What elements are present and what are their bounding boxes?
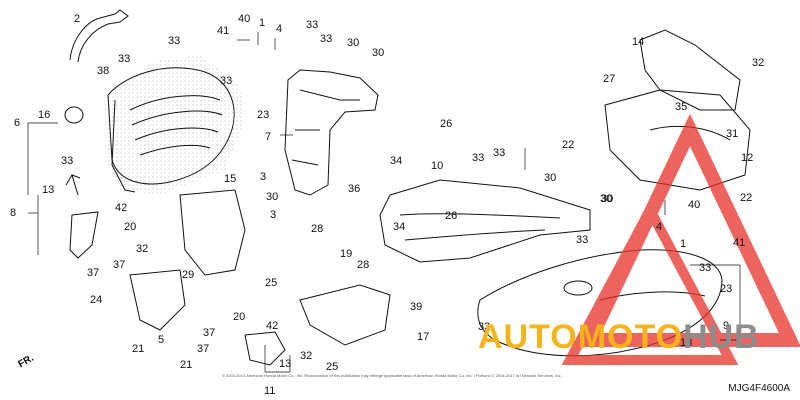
callout-label: 13 [42, 184, 54, 196]
small-brackets [65, 173, 391, 366]
callout-label: 33 [699, 262, 711, 274]
callout-label: 33 [576, 234, 588, 246]
callout-label: 26 [445, 210, 457, 222]
callout-label: 31 [726, 128, 738, 140]
callout-label: 33 [220, 75, 232, 87]
center-inner-panel [284, 69, 379, 196]
callout-label: 24 [90, 294, 102, 306]
callout-label: 34 [390, 155, 402, 167]
right-lower-cover [379, 179, 591, 263]
callout-label: 32 [752, 57, 764, 69]
callout-label: 37 [197, 343, 209, 355]
callout-label: 12 [741, 152, 753, 164]
callout-label: 33 [493, 147, 505, 159]
callout-label: 30 [600, 193, 612, 205]
callout-label: 30 [544, 172, 556, 184]
callout-label: 4 [276, 23, 282, 35]
callout-label: 30 [347, 37, 359, 49]
callout-label: 29 [182, 269, 194, 281]
copyright-text: © 2002-2013 American Honda Motor Co., In… [222, 373, 562, 378]
callout-label: 37 [113, 259, 125, 271]
callout-label: 36 [348, 183, 360, 195]
callout-label: 27 [603, 73, 615, 85]
callout-label: 20 [233, 311, 245, 323]
callout-label: 22 [562, 139, 574, 151]
callout-label: 5 [158, 334, 164, 346]
callout-label: 10 [431, 160, 443, 172]
callout-label: 30 [372, 47, 384, 59]
callout-label: 23 [720, 283, 732, 295]
callout-label: 15 [224, 173, 236, 185]
callout-label: 7 [265, 131, 271, 143]
callout-label: 22 [740, 192, 752, 204]
callout-label: 8 [10, 207, 16, 219]
callout-label: 32 [300, 350, 312, 362]
callout-label: 11 [264, 385, 275, 397]
callout-label: 4 [656, 221, 662, 233]
callout-label: 38 [97, 65, 109, 77]
callout-label: 9 [723, 320, 729, 332]
callout-label: 42 [266, 320, 278, 332]
diagram-code: MJG4F4600A [728, 383, 790, 394]
callout-label: 30 [601, 193, 613, 205]
callout-label: 33 [306, 19, 318, 31]
callout-label: 25 [265, 277, 277, 289]
callout-label: 37 [87, 267, 99, 279]
watermark-logo: AUTOMOTOHUB [478, 318, 760, 356]
callout-label: 2 [74, 13, 80, 25]
callout-label: 33 [118, 53, 130, 65]
callout-numbers: 2 40 1 4 41 33 33 33 30 30 38 33 33 16 6… [10, 13, 764, 397]
callout-label: 33 [478, 321, 490, 333]
callout-label: 40 [688, 199, 700, 211]
callout-label: 37 [203, 327, 215, 339]
callout-label: 6 [14, 117, 20, 129]
callout-label: 40 [238, 13, 250, 25]
callout-label: 41 [733, 237, 745, 249]
callout-label: 19 [340, 248, 352, 260]
callout-label: 39 [410, 301, 422, 313]
left-inner-cover [64, 9, 245, 195]
callout-label: 3 [270, 209, 276, 221]
callout-label: 33 [168, 35, 180, 47]
callout-label: 41 [217, 25, 229, 37]
callout-label: 20 [124, 221, 136, 233]
callout-label: 23 [257, 109, 269, 121]
callout-label: 26 [440, 118, 452, 130]
callout-label: 18 [680, 337, 692, 349]
callout-label: 17 [417, 331, 429, 343]
callout-label: 33 [472, 152, 484, 164]
callout-label: 21 [180, 359, 192, 371]
callout-label: 32 [136, 243, 148, 255]
callout-label: 3 [260, 171, 266, 183]
callout-label: 33 [320, 33, 332, 45]
callout-label: 28 [311, 223, 323, 235]
callout-label: 30 [266, 191, 278, 203]
callout-label: 1 [680, 238, 686, 250]
callout-label: 42 [115, 202, 127, 214]
callout-label: 1 [259, 17, 265, 29]
watermark-triangles [561, 113, 800, 365]
leader-lines [27, 32, 741, 373]
callout-label: 21 [132, 343, 144, 355]
callout-label: 34 [393, 221, 405, 233]
callout-label: 35 [675, 101, 687, 113]
callout-label: 16 [38, 109, 50, 121]
callout-label: 28 [357, 259, 369, 271]
callout-label: 25 [326, 361, 338, 373]
callout-label: 33 [61, 155, 73, 167]
callout-label: 14 [632, 36, 644, 48]
callout-label: 13 [279, 358, 291, 370]
